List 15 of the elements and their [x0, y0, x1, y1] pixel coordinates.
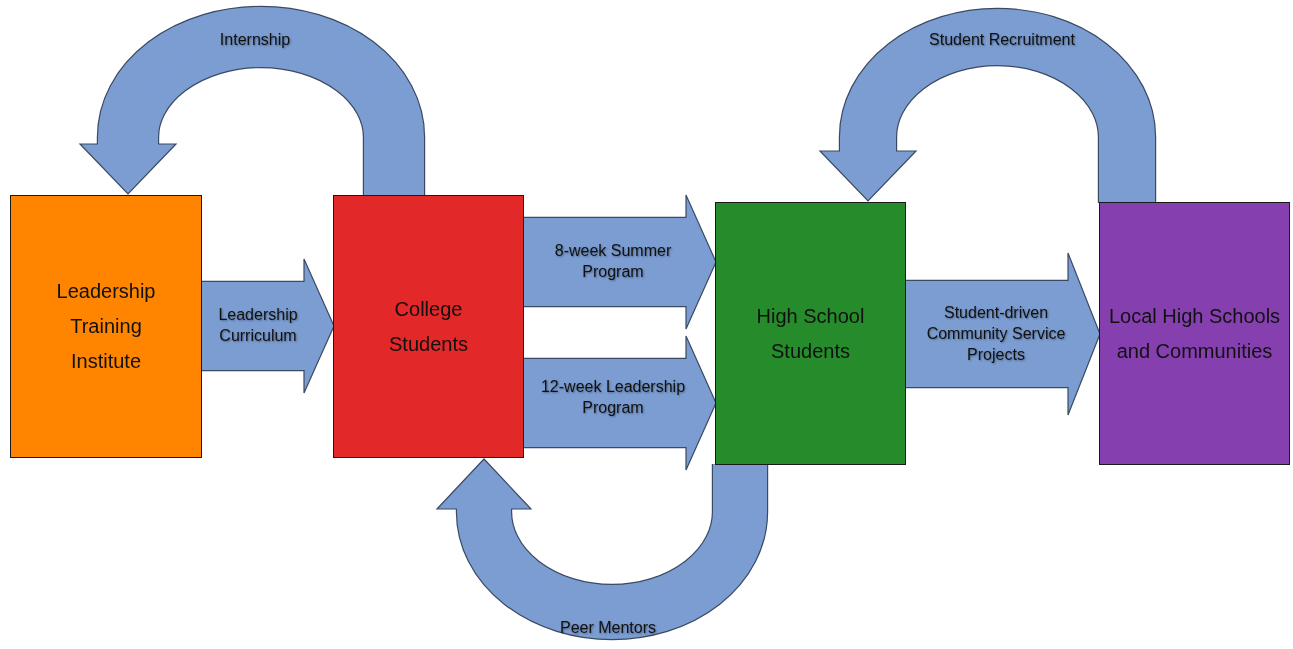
process-box	[1099, 202, 1290, 465]
box-label: Leadership Training Institute	[55, 279, 157, 374]
edge-label: Student Recruitment	[928, 29, 1076, 50]
process-box	[333, 195, 524, 458]
edge-label: Internship	[218, 29, 292, 50]
edge-label: Peer Mentors	[558, 617, 657, 638]
box-label: High School Students	[755, 303, 866, 364]
box-label: Local High Schools and Communities	[1107, 303, 1282, 364]
process-box	[715, 202, 906, 465]
box-label: College Students	[388, 296, 469, 357]
process-box	[10, 195, 202, 458]
edge-label: Leadership Curriculum	[217, 305, 299, 346]
edge-label: Student-driven Community Service Projects	[925, 302, 1067, 365]
edge-label: 12-week Leadership Program	[539, 377, 687, 418]
edge-label: 8-week Summer Program	[553, 241, 673, 282]
